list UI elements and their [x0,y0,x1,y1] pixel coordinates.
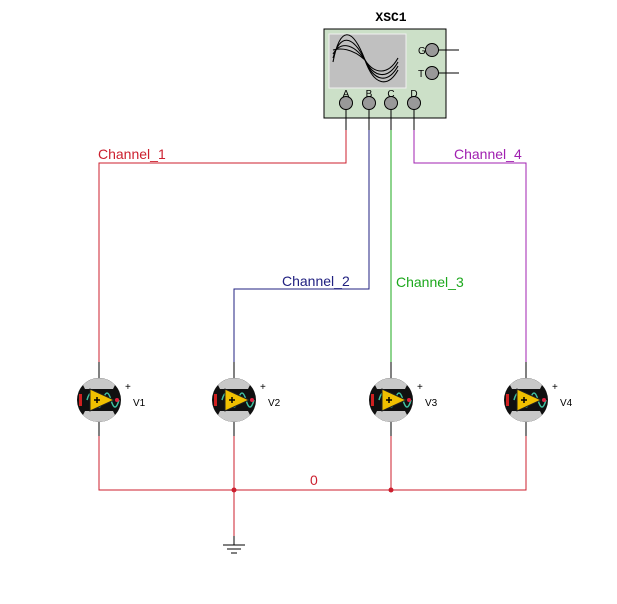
terminal-g-label: G [418,46,426,57]
source-label-v3: V3 [425,398,438,409]
input-c-terminal[interactable] [384,96,398,110]
wire-channel-4[interactable]: Channel_4 [413,130,527,362]
polarity-plus: + [260,382,266,393]
sine-waves-icon [332,34,399,83]
input-d-label: D [410,89,417,100]
source-v3[interactable]: + V3 [368,362,438,436]
source-label-v4: V4 [560,398,573,409]
wire-channel-2[interactable]: Channel_2 [233,130,370,362]
junction-dot [388,487,394,493]
source-v4[interactable]: + V4 [503,362,573,436]
ac-source-icon [76,377,122,423]
oscilloscope-screen [328,33,407,89]
terminal-t-label: T [418,69,424,80]
net-label-channel-4: Channel_4 [454,146,522,162]
net-label-channel-1: Channel_1 [98,146,166,162]
oscilloscope-title: XSC1 [375,10,406,25]
input-a-label: A [343,89,350,100]
input-a-terminal[interactable] [339,96,353,110]
ac-source-icon [211,377,257,423]
ac-source-icon [368,377,414,423]
input-c-label: C [387,89,394,100]
source-label-v2: V2 [268,398,281,409]
input-b-label: B [366,89,373,100]
input-d-terminal[interactable] [407,96,421,110]
terminal-g[interactable] [425,43,439,57]
net-label-channel-3: Channel_3 [396,274,464,290]
net-label-ground: 0 [310,472,318,488]
oscilloscope-xsc1[interactable]: XSC1 G T A B C D [323,10,459,130]
input-stubs [345,109,415,130]
junction-dot [231,487,237,493]
polarity-plus: + [125,382,131,393]
source-v2[interactable]: + V2 [211,362,281,436]
polarity-plus: + [552,382,558,393]
wire-channel-1[interactable]: Channel_1 [98,130,347,362]
source-label-v1: V1 [133,398,146,409]
polarity-plus: + [417,382,423,393]
source-v1[interactable]: + V1 [76,362,146,436]
terminal-t[interactable] [425,66,439,80]
ac-source-icon [503,377,549,423]
wire-channel-3[interactable]: Channel_3 [390,130,464,362]
wire-ground-net[interactable]: 0 [98,436,527,536]
input-b-terminal[interactable] [362,96,376,110]
ground-icon [223,536,245,554]
net-label-channel-2: Channel_2 [282,273,350,289]
